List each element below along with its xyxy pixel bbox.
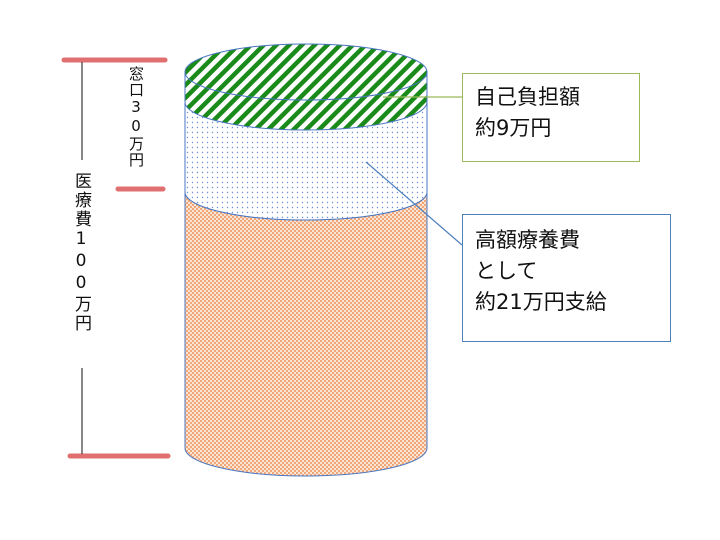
high-cost-callout-line-2: として — [475, 259, 538, 283]
cylinder-benefit-section — [184, 101, 428, 221]
cylinder-remainder-section — [184, 191, 428, 477]
high-cost-callout-line-3: 約21万円支給 — [475, 290, 607, 314]
cylinder-self-pay-section — [184, 43, 428, 131]
high-cost-callout-line-1: 高額療養費 — [475, 228, 580, 252]
range-markers — [61, 57, 171, 459]
self-pay-callout-line-2: 約9万円 — [475, 116, 552, 140]
window-payment-label: 窓口30万円 — [127, 66, 145, 168]
self-pay-callout: 自己負担額 約9万円 — [462, 73, 640, 162]
medical-cost-label: 医療費100万円 — [71, 172, 91, 333]
high-cost-benefit-callout: 高額療養費 として 約21万円支給 — [462, 214, 671, 342]
connector-blue — [365, 161, 463, 246]
self-pay-callout-line-1: 自己負担額 — [475, 85, 580, 109]
